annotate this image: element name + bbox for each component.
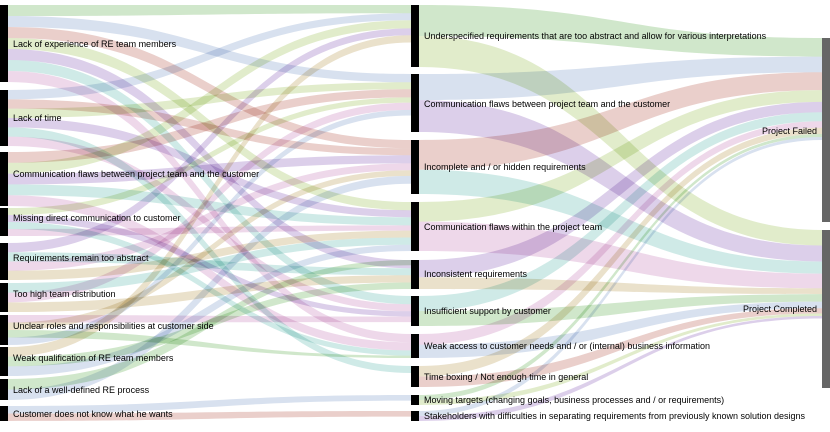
cause-problem-flow bbox=[8, 275, 411, 312]
problem-node-bar bbox=[411, 202, 419, 251]
problem-outcome-flow bbox=[419, 90, 822, 222]
cause-node-bar bbox=[0, 152, 8, 206]
cause-node-bar bbox=[0, 90, 8, 146]
node-bars bbox=[0, 5, 830, 421]
problem-label: Underspecified requirements that are too… bbox=[424, 31, 767, 41]
problem-outcome-flow bbox=[419, 127, 822, 377]
cause-problem-flow bbox=[8, 109, 411, 345]
problem-outcome-flow bbox=[419, 36, 822, 246]
cause-problem-flow bbox=[8, 330, 411, 358]
cause-labels: Lack of experience of RE team members La… bbox=[13, 39, 259, 419]
cause-label: Missing direct communication to customer bbox=[13, 213, 181, 223]
problem-node-bar bbox=[411, 366, 419, 387]
problem-labels: Underspecified requirements that are too… bbox=[424, 31, 806, 421]
problem-label: Stakeholders with difficulties in separa… bbox=[424, 411, 806, 421]
cause-problem-flow bbox=[8, 27, 411, 149]
cause-node-bar bbox=[0, 243, 8, 280]
cause-problem-flow bbox=[8, 97, 411, 215]
problem-outcome-flow bbox=[419, 308, 822, 387]
cause-problem-flow bbox=[8, 260, 411, 390]
problem-outcome-flow bbox=[419, 101, 822, 278]
problem-outcome-flow bbox=[419, 72, 822, 170]
cause-problem-flow bbox=[8, 28, 411, 253]
problem-label: Incomplete and / or hidden requirements bbox=[424, 162, 586, 172]
cause-label: Lack of time bbox=[13, 113, 62, 123]
problem-label: Inconsistent requirements bbox=[424, 269, 528, 279]
cause-problem-flow bbox=[8, 89, 411, 163]
cause-node-bar bbox=[0, 315, 8, 345]
problem-label: Insufficient support by customer bbox=[424, 306, 551, 316]
problem-node-bar bbox=[411, 334, 419, 358]
problem-outcome-flow bbox=[419, 56, 822, 101]
outcome-labels: Project Failed Project Completed bbox=[743, 126, 817, 314]
problem-node-bar bbox=[411, 411, 419, 421]
cause-problem-flow bbox=[8, 35, 411, 357]
cause-problem-flow bbox=[8, 163, 411, 271]
cause-problem-flow bbox=[8, 13, 411, 100]
problem-outcome-flow bbox=[419, 134, 822, 400]
problem-node-bar bbox=[411, 74, 419, 132]
cause-label: Lack of a well-defined RE process bbox=[13, 385, 150, 395]
cause-node-bar bbox=[0, 347, 8, 376]
cause-problem-flow bbox=[8, 155, 411, 185]
problem-outcome-flow bbox=[419, 315, 822, 421]
outcome-node-bar bbox=[822, 230, 830, 388]
cause-label: Communication flaws between project team… bbox=[13, 169, 259, 179]
cause-problem-flow bbox=[8, 230, 411, 280]
cause-problem-flow bbox=[8, 175, 411, 400]
problem-outcome-flow bbox=[419, 313, 822, 405]
cause-problem-flow bbox=[8, 225, 411, 236]
cause-node-bar bbox=[0, 283, 8, 312]
outcome-label-failed: Project Failed bbox=[762, 126, 817, 136]
problem-outcome-flow bbox=[419, 121, 822, 345]
cause-node-bar bbox=[0, 208, 8, 236]
problem-outcome-flow bbox=[419, 5, 822, 57]
outcome-node-bar bbox=[822, 38, 830, 222]
cause-problem-flow bbox=[8, 20, 411, 174]
problem-label: Communication flaws between project team… bbox=[424, 99, 670, 109]
cause-label: Weak qualification of RE team members bbox=[13, 353, 174, 363]
problem-node-bar bbox=[411, 395, 419, 405]
problem-node-bar bbox=[411, 140, 419, 194]
cause-label: Customer does not know what he wants bbox=[13, 409, 173, 419]
cause-problem-flow bbox=[8, 16, 411, 83]
cause-problem-flow bbox=[8, 170, 411, 330]
cause-label: Too high team distribution bbox=[13, 289, 116, 299]
cause-problem-flow bbox=[8, 411, 411, 421]
cause-label: Unclear roles and responsibilities at cu… bbox=[13, 321, 214, 331]
problem-node-bar bbox=[411, 5, 419, 67]
cause-label: Lack of experience of RE team members bbox=[13, 39, 177, 49]
problem-node-bar bbox=[411, 260, 419, 289]
cause-problem-flow bbox=[8, 5, 411, 16]
cause-problem-flow bbox=[8, 395, 411, 414]
problem-outcome-flow bbox=[419, 137, 822, 416]
cause-problem-flow bbox=[8, 195, 411, 351]
problem-label: Time boxing / Not enough time in general bbox=[424, 372, 588, 382]
problem-outcome-flow bbox=[419, 112, 822, 311]
outcome-label-completed: Project Completed bbox=[743, 304, 817, 314]
cause-problem-flow bbox=[8, 60, 411, 305]
problem-label: Weak access to customer needs and / or (… bbox=[424, 341, 710, 351]
cause-node-bar bbox=[0, 406, 8, 421]
problem-label: Communication flaws within the project t… bbox=[424, 222, 602, 232]
problem-node-bar bbox=[411, 296, 419, 326]
cause-to-problem-flows bbox=[8, 5, 411, 421]
cause-node-bar bbox=[0, 379, 8, 400]
cause-problem-flow bbox=[8, 102, 411, 303]
cause-node-bar bbox=[0, 5, 8, 82]
cause-problem-flow bbox=[8, 244, 411, 376]
problem-to-outcome-flows bbox=[419, 5, 822, 421]
problem-label: Moving targets (changing goals, business… bbox=[424, 395, 724, 405]
cause-label: Requirements remain too abstract bbox=[13, 253, 149, 263]
